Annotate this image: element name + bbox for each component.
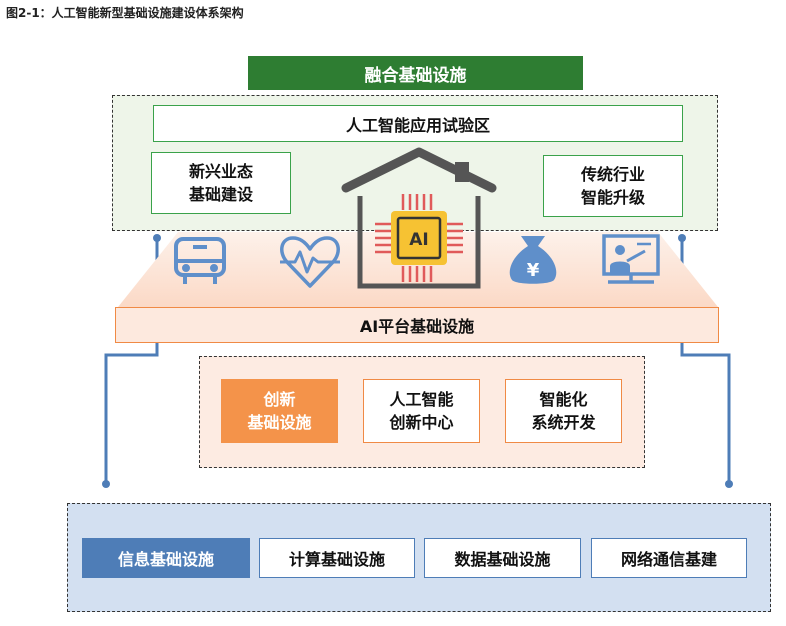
network-infrastructure-box: 网络通信基建 [591,538,747,578]
sys-dev-line2: 系统开发 [531,413,596,432]
ai-trial-zone-box: 人工智能应用试验区 [153,105,683,142]
chip-label: AI [409,230,428,250]
new-business-box: 新兴业态基础建设 [151,152,291,214]
ai-center-line2: 创新中心 [389,413,454,432]
innovation-line1: 创新 [263,389,296,409]
intelligent-system-dev-box: 智能化系统开发 [505,379,622,443]
traditional-line2: 智能升级 [580,188,645,207]
money-bag-icon: ¥ [509,236,557,284]
right-top-dot [678,234,686,242]
compute-infrastructure-box: 计算基础设施 [259,538,415,578]
ai-platform-header: AI平台基础设施 [115,307,719,343]
data-infrastructure-box: 数据基础设施 [424,538,581,578]
sys-dev-line1: 智能化 [539,389,588,409]
right-bottom-dot [725,480,733,488]
ai-house-icon [341,147,497,289]
fusion-infrastructure-header: 融合基础设施 [248,56,583,90]
figure-caption: 图2-1：人工智能新型基础设施建设体系架构 [6,6,244,20]
left-top-dot [153,234,161,242]
yen-symbol: ¥ [527,260,540,281]
innovation-line2: 基础设施 [247,413,312,432]
new-business-line2: 基础建设 [188,185,253,204]
traditional-industry-box: 传统行业智能升级 [543,155,683,217]
new-business-line1: 新兴业态 [188,161,253,181]
heart-pulse-icon [280,236,340,288]
teacher-screen-icon [602,234,660,284]
innovation-infrastructure-box: 创新基础设施 [221,379,338,443]
left-bottom-dot [102,480,110,488]
info-infrastructure-box: 信息基础设施 [82,538,250,578]
ai-innovation-center-box: 人工智能创新中心 [363,379,480,443]
traditional-line1: 传统行业 [580,164,645,184]
chip-icon: AI [391,211,447,265]
ai-center-line1: 人工智能 [389,389,454,409]
bus-icon [174,237,226,284]
